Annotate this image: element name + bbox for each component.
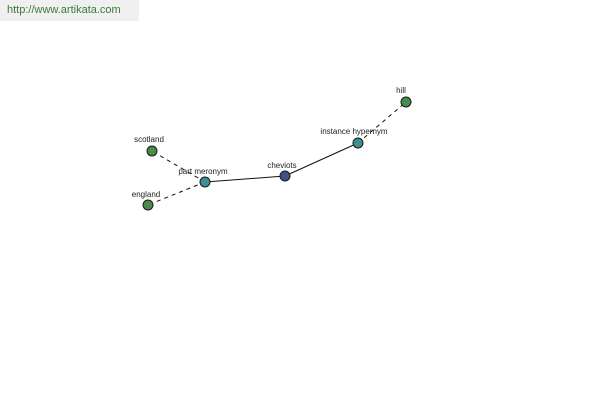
source-link[interactable]: http://www.artikata.com [7,4,121,16]
node-circle-england[interactable] [142,199,154,211]
node-label-instance-hypernym: instance hypernym [320,127,387,136]
edge-cheviots-to-part-meronym [204,175,286,183]
edge-cheviots-to-instance-hypernym [284,142,359,177]
node-scotland[interactable]: scotland [134,135,164,157]
node-circle-cheviots[interactable] [279,170,291,182]
node-label-part-meronym: part meronym [178,167,228,176]
node-label-cheviots: cheviots [267,161,296,170]
edge-part-meronym-to-scotland [151,150,206,183]
node-circle-hill[interactable] [400,96,412,108]
node-label-england: england [132,190,160,199]
node-hill[interactable]: hill [396,86,412,108]
node-label-hill: hill [396,86,406,95]
node-cheviots[interactable]: cheviots [267,161,297,182]
edge-instance-hypernym-to-hill [357,101,407,144]
node-circle-scotland[interactable] [146,145,158,157]
node-part-meronym[interactable]: part meronym [178,167,228,188]
edges-layer [147,101,407,206]
nodes-layer: hill instance hypernym cheviots part merony… [132,86,412,211]
node-instance-hypernym[interactable]: instance hypernym [320,127,388,149]
edge-part-meronym-to-england [147,181,206,206]
source-banner: http://www.artikata.com [0,0,139,21]
node-circle-instance-hypernym[interactable] [352,137,364,149]
node-circle-part-meronym[interactable] [199,176,211,188]
node-england[interactable]: england [132,190,160,211]
node-label-scotland: scotland [134,135,164,144]
